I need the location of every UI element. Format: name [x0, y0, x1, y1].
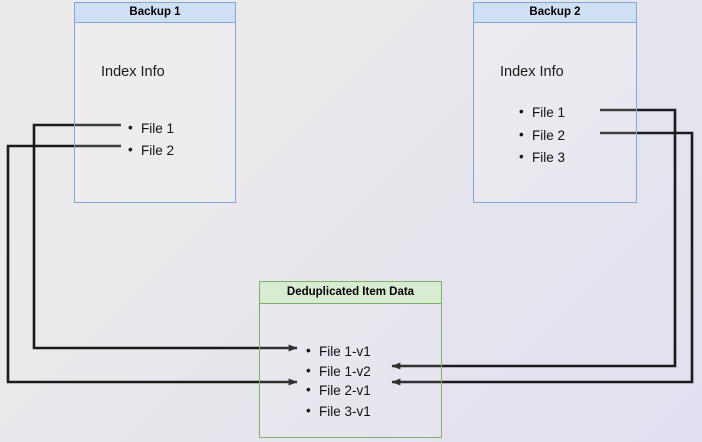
- dedup-list-item[interactable]: File 1-v2: [306, 364, 371, 379]
- deduplicated-item-data-body: File 1-v1 File 1-v2 File 2-v1 File 3-v1: [260, 304, 441, 436]
- backup-2-body: Index Info File 1 File 2 File 3: [474, 23, 636, 201]
- backup-2-file-item[interactable]: File 3: [519, 150, 565, 165]
- dedup-list-item[interactable]: File 2-v1: [306, 383, 371, 398]
- backup-1-body: Index Info File 1 File 2: [75, 23, 235, 201]
- backup-1-file-item[interactable]: File 1: [128, 121, 174, 136]
- backup-2-index-label: Index Info: [500, 64, 564, 80]
- deduplicated-item-list: File 1-v1 File 1-v2 File 2-v1 File 3-v1: [306, 344, 371, 419]
- backup-2-file-item[interactable]: File 1: [519, 105, 565, 120]
- dedup-list-item[interactable]: File 1-v1: [306, 344, 371, 359]
- backup-1-file-list: File 1 File 2: [128, 121, 174, 158]
- backup-1-title: Backup 1: [75, 3, 235, 23]
- backup-2-title: Backup 2: [474, 3, 636, 23]
- backup-1-index-label: Index Info: [101, 64, 165, 80]
- backup-1-file-item[interactable]: File 2: [128, 143, 174, 158]
- dedup-list-item[interactable]: File 3-v1: [306, 404, 371, 419]
- backup-2-file-item[interactable]: File 2: [519, 128, 565, 143]
- deduplicated-item-data-title: Deduplicated Item Data: [260, 282, 441, 304]
- deduplicated-item-data-node[interactable]: Deduplicated Item Data File 1-v1 File 1-…: [259, 281, 442, 438]
- backup-1-node[interactable]: Backup 1 Index Info File 1 File 2: [74, 2, 236, 203]
- backup-2-node[interactable]: Backup 2 Index Info File 1 File 2 File 3: [473, 2, 637, 203]
- backup-2-file-list: File 1 File 2 File 3: [519, 105, 565, 165]
